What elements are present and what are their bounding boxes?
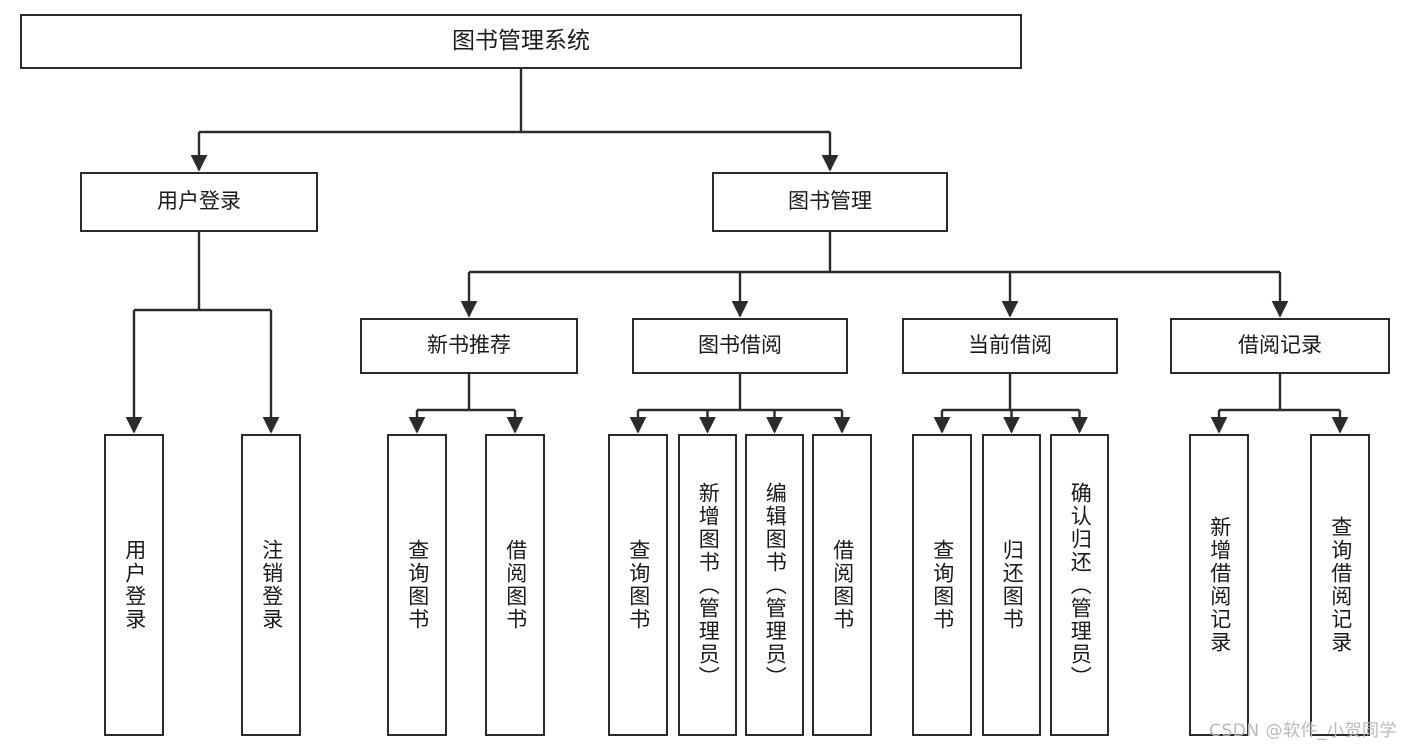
node-book-borrow[interactable]: 图书借阅 [632,318,848,374]
node-leaf-user-logout-label: 注销登录 [259,539,284,631]
node-leaf-borrow-book-1-label: 借阅图书 [503,539,528,631]
node-current-borrow-label: 当前借阅 [968,333,1052,358]
node-leaf-add-record[interactable]: 新增借阅记录 [1189,434,1249,736]
node-leaf-borrow-book-2-label: 借阅图书 [830,539,855,631]
node-leaf-edit-book[interactable]: 编辑图书（管理员） [745,434,804,736]
node-leaf-query-book-2[interactable]: 查询图书 [608,434,668,736]
node-leaf-user-logout[interactable]: 注销登录 [241,434,301,736]
node-leaf-query-book-2-label: 查询图书 [626,539,651,631]
node-leaf-add-book-label: 新增图书（管理员） [696,481,721,689]
node-root[interactable]: 图书管理系统 [20,14,1022,69]
node-user-login[interactable]: 用户登录 [80,172,318,232]
node-leaf-query-book-3[interactable]: 查询图书 [912,434,972,736]
node-root-label: 图书管理系统 [452,27,590,54]
node-current-borrow[interactable]: 当前借阅 [902,318,1118,374]
node-leaf-query-record[interactable]: 查询借阅记录 [1310,434,1370,736]
node-leaf-user-login-label: 用户登录 [122,539,147,631]
node-leaf-add-book[interactable]: 新增图书（管理员） [678,434,737,736]
node-leaf-user-login[interactable]: 用户登录 [104,434,164,736]
watermark-text: CSDN @软件_小贺同学 [1209,721,1397,741]
node-leaf-query-record-label: 查询借阅记录 [1328,516,1353,654]
node-leaf-borrow-book-2[interactable]: 借阅图书 [812,434,872,736]
node-leaf-query-book-1-label: 查询图书 [405,539,430,631]
node-leaf-query-book-1[interactable]: 查询图书 [387,434,447,736]
node-leaf-edit-book-label: 编辑图书（管理员） [763,481,788,689]
node-user-login-label: 用户登录 [157,189,241,214]
node-borrow-record[interactable]: 借阅记录 [1170,318,1390,374]
node-new-book-recommend[interactable]: 新书推荐 [360,318,578,374]
node-book-manage-label: 图书管理 [788,189,872,214]
node-leaf-confirm-return-label: 确认归还（管理员） [1068,481,1093,689]
node-leaf-borrow-book-1[interactable]: 借阅图书 [485,434,545,736]
node-leaf-query-book-3-label: 查询图书 [930,539,955,631]
node-book-borrow-label: 图书借阅 [698,333,782,358]
node-borrow-record-label: 借阅记录 [1238,333,1322,358]
node-leaf-return-book-label: 归还图书 [1000,539,1025,631]
node-new-book-recommend-label: 新书推荐 [427,333,511,358]
node-leaf-return-book[interactable]: 归还图书 [982,434,1041,736]
node-leaf-add-record-label: 新增借阅记录 [1207,516,1232,654]
node-leaf-confirm-return[interactable]: 确认归还（管理员） [1050,434,1109,736]
node-book-manage[interactable]: 图书管理 [712,172,948,232]
